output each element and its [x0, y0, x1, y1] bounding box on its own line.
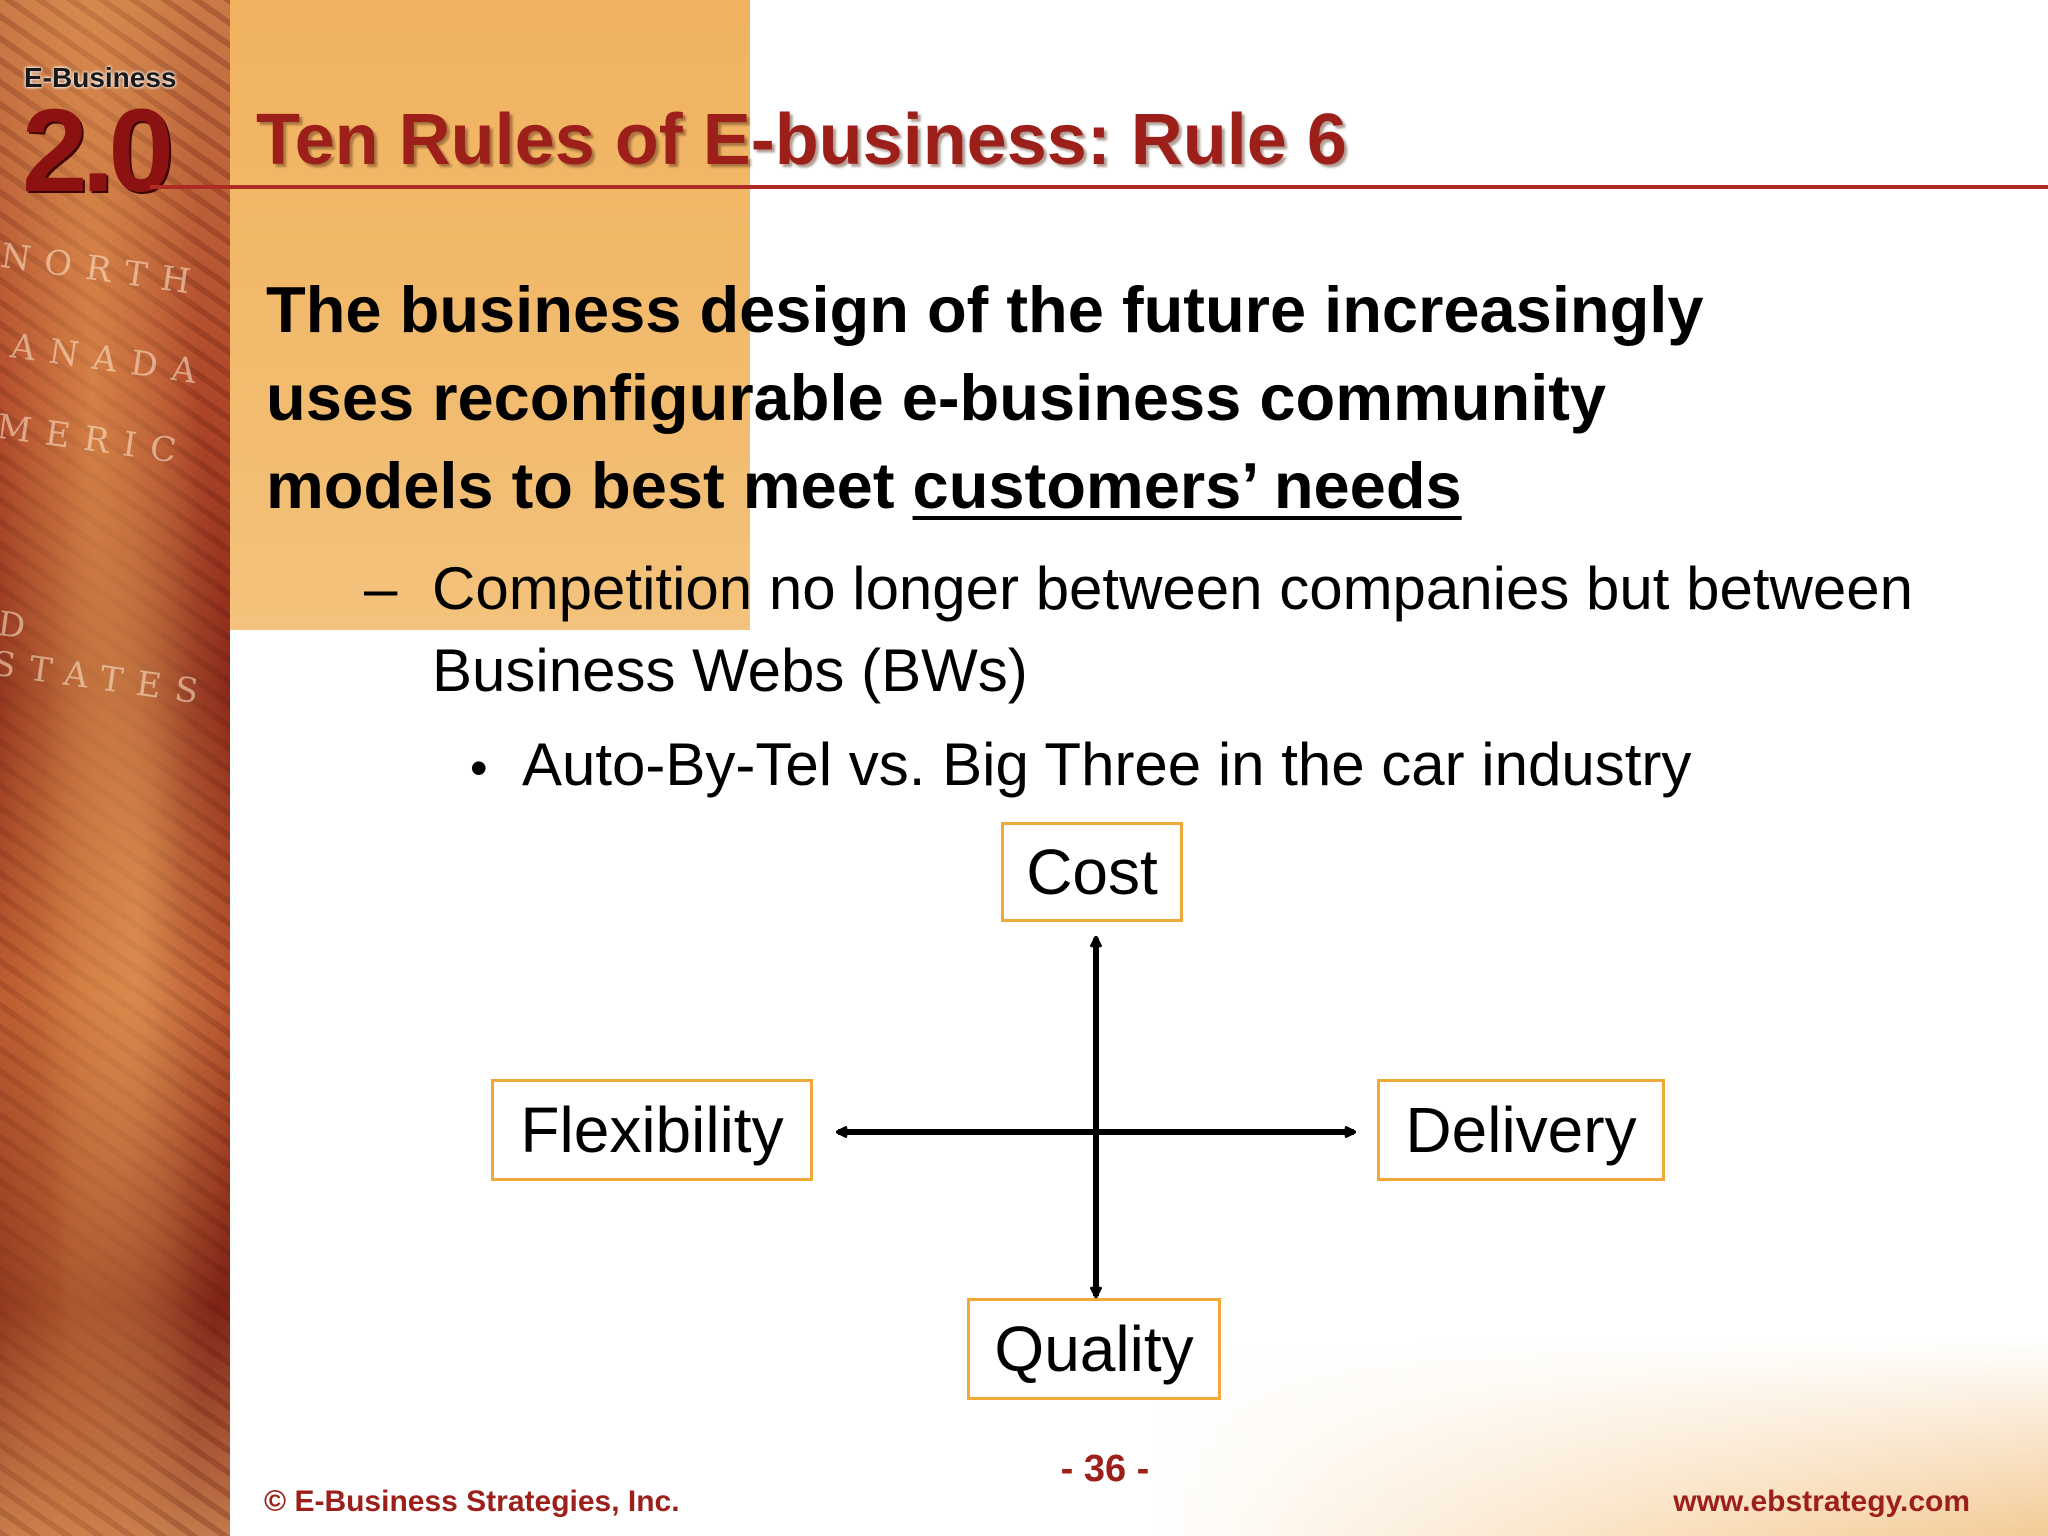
- sub-point-dash: –: [364, 555, 398, 622]
- main-statement-line-3: models to best meet customers’ needs: [266, 442, 2006, 530]
- footer-url: www.ebstrategy.com: [1673, 1485, 1970, 1518]
- footer-accent-fade: [1150, 1340, 2048, 1536]
- customers-needs-emphasis: customers’ needs: [912, 449, 1462, 522]
- main-statement-line-3-prefix: models to best meet: [266, 449, 913, 522]
- main-statement-line-1: The business design of the future increa…: [266, 273, 1704, 346]
- diagram-box-quality: Quality: [967, 1298, 1221, 1400]
- footer-copyright: © E-Business Strategies, Inc.: [264, 1485, 680, 1518]
- bullet-text: Auto-By-Tel vs. Big Three in the car ind…: [522, 731, 1692, 798]
- logo-version: 2.0: [22, 85, 174, 217]
- diagram-box-delivery: Delivery: [1377, 1079, 1665, 1181]
- logo-label: E-Business: [24, 62, 177, 93]
- bullet-dot: •: [470, 740, 488, 796]
- main-statement-line-2: uses reconfigurable e-business community: [266, 361, 1607, 434]
- diagram-box-flexibility: Flexibility: [491, 1079, 813, 1181]
- main-statement: The business design of the future increa…: [266, 266, 2006, 530]
- sub-point-text: Competition no longer between companies …: [432, 555, 1913, 704]
- header-accent-block: [230, 0, 750, 630]
- diagram-box-cost: Cost: [1001, 822, 1183, 922]
- page-number: - 36 -: [1060, 1448, 1150, 1490]
- title-underline-rule: [150, 185, 2048, 189]
- decorative-map-strip: NORTH ANADA MERIC D STATES: [0, 0, 230, 1536]
- slide-title: Ten Rules of E-business: Rule 6: [256, 100, 1347, 180]
